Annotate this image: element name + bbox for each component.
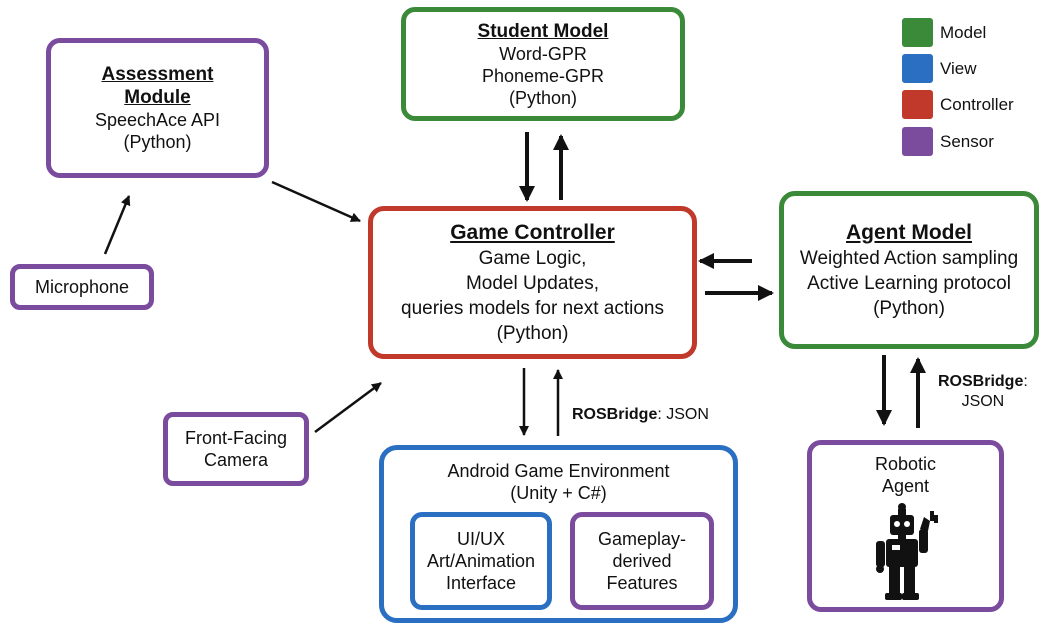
- legend-label-view: View: [940, 59, 977, 78]
- robot-icon: [876, 503, 938, 600]
- microphone-label: Microphone: [34, 277, 130, 297]
- game-controller-line-1: Game Logic,: [478, 247, 587, 269]
- legend-swatch-view: [902, 54, 933, 83]
- rosbridge-robot-colon: :: [1023, 373, 1028, 390]
- gameplay-line-1: Gameplay-: [597, 529, 687, 549]
- game-controller-line-4: (Python): [496, 322, 569, 344]
- rosbridge-game-rest: : JSON: [657, 406, 709, 423]
- rosbridge-robot-bold: ROSBridge: [938, 373, 1024, 390]
- student-model-title: Student Model: [477, 20, 609, 42]
- student-model-box: Student Model Word-GPR Phoneme-GPR (Pyth…: [401, 7, 685, 121]
- rosbridge-robot-json: JSON: [961, 393, 1005, 410]
- uiux-line-2: Art/Animation: [426, 551, 536, 571]
- assessment-line-1: SpeechAce API: [94, 110, 221, 130]
- rosbridge-game-label: ROSBridge: JSON: [572, 405, 709, 425]
- uiux-line-3: Interface: [445, 573, 517, 593]
- agent-model-title: Agent Model: [846, 220, 972, 244]
- assessment-title-1: Assessment: [101, 64, 214, 85]
- agent-model-box: Agent Model Weighted Action sampling Act…: [779, 191, 1039, 349]
- uiux-box: UI/UX Art/Animation Interface: [410, 512, 552, 610]
- camera-label-1: Front-Facing: [184, 428, 288, 448]
- legend-swatch-model: [902, 18, 933, 47]
- rosbridge-game-bold: ROSBridge: [572, 406, 658, 423]
- microphone-box: Microphone: [10, 264, 154, 310]
- legend-label-model: Model: [940, 23, 987, 42]
- assessment-module-box: Assessment Module SpeechAce API (Python): [46, 38, 269, 178]
- gameplay-line-3: Features: [606, 573, 678, 593]
- camera-label-2: Camera: [203, 450, 269, 470]
- game-controller-line-3: queries models for next actions: [401, 297, 664, 319]
- camera-box: Front-Facing Camera: [163, 412, 309, 486]
- legend-label-controller: Controller: [940, 95, 1014, 114]
- assessment-title-2: Module: [124, 87, 191, 108]
- robotic-agent-label-1: Robotic: [874, 454, 937, 474]
- legend-swatch-sensor: [902, 127, 933, 156]
- agent-model-line-1: Weighted Action sampling: [799, 247, 1019, 269]
- legend-label-sensor: Sensor: [940, 132, 994, 151]
- student-model-line-2: Phoneme-GPR: [481, 65, 605, 86]
- game-controller-title: Game Controller: [450, 220, 615, 244]
- arrow-camera-to-controller: [314, 381, 382, 434]
- android-env-line-2: (Unity + C#): [510, 483, 607, 503]
- arrow-microphone-to-assessment: [103, 195, 131, 255]
- robotic-agent-box: Robotic Agent: [807, 440, 1004, 612]
- robotic-agent-label-2: Agent: [881, 476, 930, 496]
- rosbridge-robot-label: ROSBridge: JSON: [938, 372, 1028, 412]
- gameplay-line-2: derived: [612, 551, 672, 571]
- android-env-box: Android Game Environment (Unity + C#) UI…: [379, 445, 738, 623]
- arrow-assessment-to-controller: [271, 180, 361, 223]
- assessment-line-2: (Python): [123, 132, 192, 152]
- game-controller-line-2: Model Updates,: [465, 272, 600, 294]
- legend-swatch-controller: [902, 90, 933, 119]
- student-model-line-3: (Python): [508, 87, 578, 108]
- android-env-line-1: Android Game Environment: [447, 461, 670, 481]
- agent-model-line-2: Active Learning protocol: [807, 272, 1011, 294]
- game-controller-box: Game Controller Game Logic, Model Update…: [368, 206, 697, 359]
- student-model-line-1: Word-GPR: [499, 43, 587, 64]
- gameplay-features-box: Gameplay- derived Features: [570, 512, 714, 610]
- agent-model-line-3: (Python): [873, 297, 945, 319]
- uiux-line-1: UI/UX: [456, 529, 505, 549]
